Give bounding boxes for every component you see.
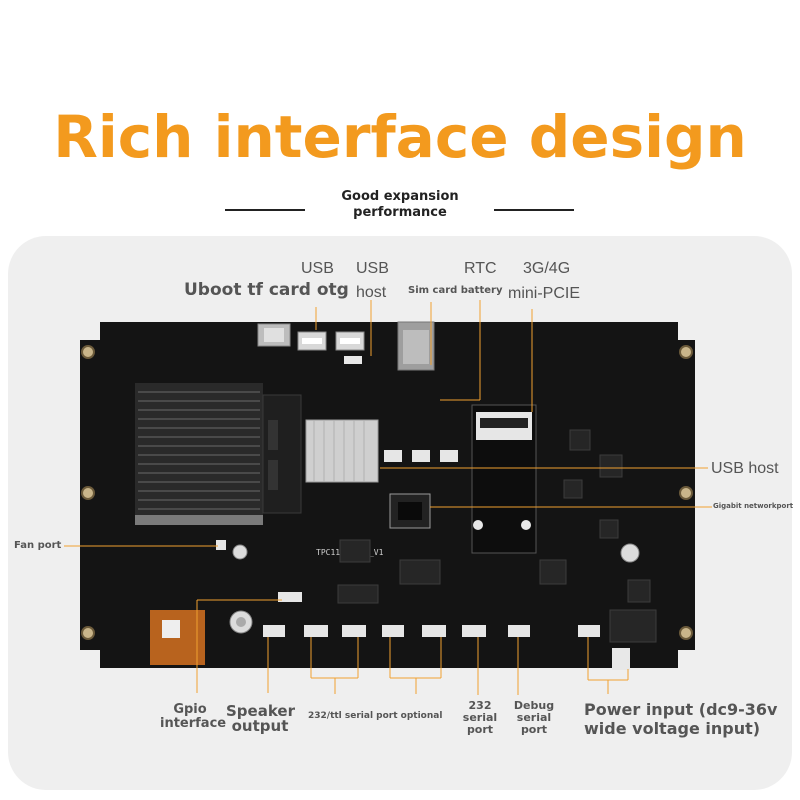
label-gpio: Gpio	[173, 702, 207, 717]
label-rtc: RTC	[464, 260, 497, 277]
label-sim-card-battery: Sim card battery	[408, 285, 503, 296]
mounting-holes	[81, 345, 693, 640]
label-debug: Debug	[513, 699, 555, 712]
label-uboot: Uboot tf card otg	[184, 280, 349, 300]
page-title: Rich interface design	[53, 103, 747, 171]
label-serial-optional: 232/ttl serial port optional	[308, 711, 443, 721]
label-fan-port: Fan port	[14, 540, 62, 551]
label-speaker: Speaker	[226, 702, 295, 720]
label-debug-serial: serial	[516, 711, 552, 724]
label-gigabit: Gigabit networkport	[713, 502, 794, 510]
label-usb-host-right: USB host	[711, 460, 779, 477]
label-gpio-interface: interface	[160, 716, 227, 731]
label-debug-port: port	[520, 723, 548, 736]
label-power-input: Power input (dc9-36v	[584, 700, 778, 719]
label-232: 232	[468, 699, 492, 712]
leader-lines	[64, 300, 712, 695]
label-usb-1: USB	[301, 260, 334, 277]
label-232-port: port	[466, 723, 494, 736]
label-mini-pcie: mini-PCIE	[508, 285, 581, 302]
label-3g4g: 3G/4G	[523, 260, 571, 277]
label-power-wide-voltage: wide voltage input)	[584, 719, 761, 738]
label-speaker-output: output	[231, 717, 289, 735]
label-usb-2-host: host	[356, 284, 387, 301]
heatsink	[135, 383, 263, 525]
subtitle: Good expansion performance	[341, 189, 459, 220]
bottom-connectors	[263, 625, 600, 637]
subtitle-rule-left	[225, 209, 305, 211]
label-232-serial: serial	[462, 711, 498, 724]
label-usb-2: USB	[356, 260, 389, 277]
ribbon-cable	[305, 419, 379, 483]
subtitle-rule-right	[494, 209, 574, 211]
